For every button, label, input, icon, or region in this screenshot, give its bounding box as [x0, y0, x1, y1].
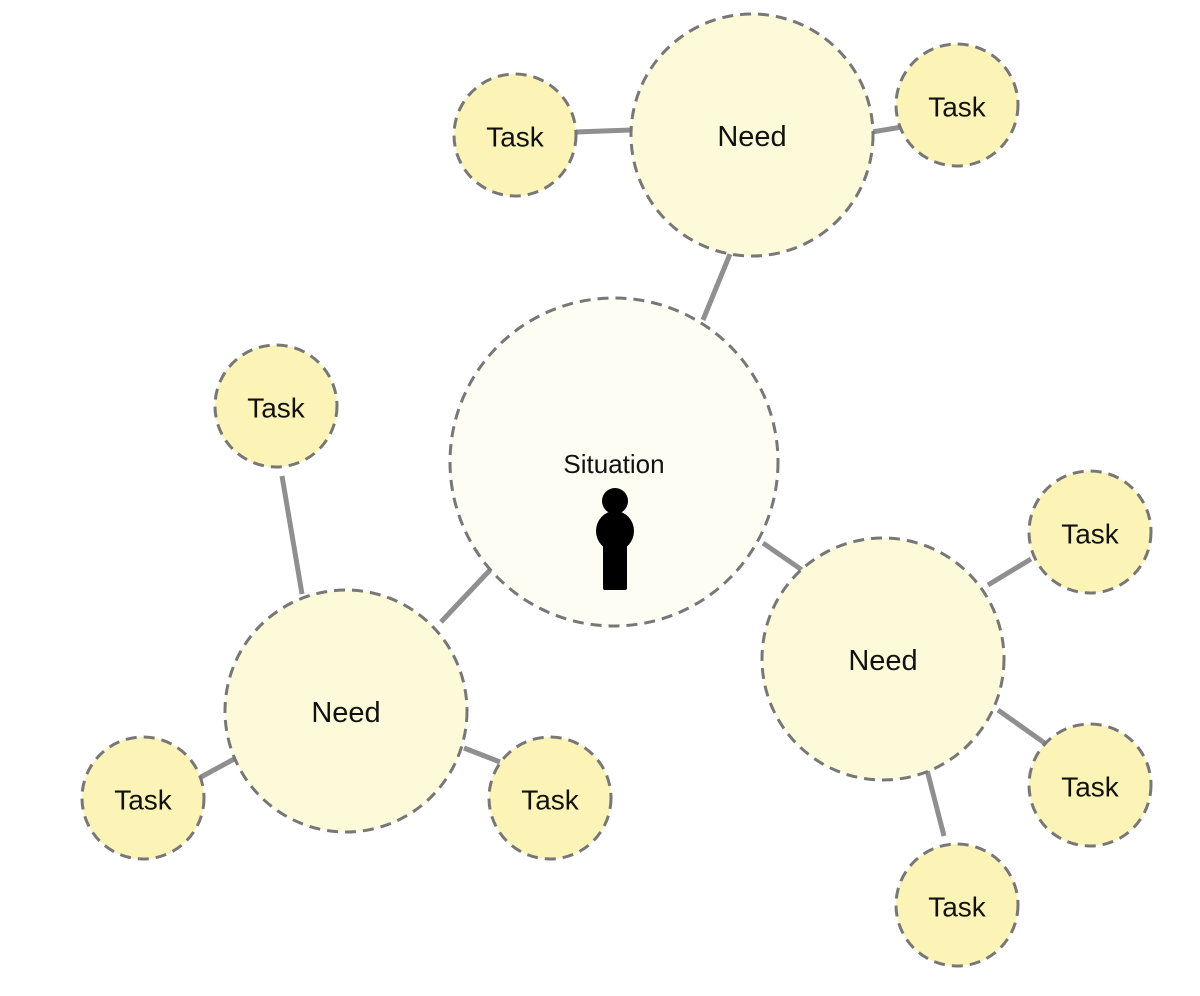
connector-need-left-task-bottom-right [463, 745, 501, 765]
situation-label: Situation [563, 449, 664, 479]
situation-node: Situation [448, 296, 780, 628]
task-left-bottom-left-label: Task [114, 785, 173, 816]
task-right-top-label: Task [1061, 519, 1120, 550]
task-right-middle-label: Task [1061, 772, 1120, 803]
task-top-right-node: Task [894, 42, 1020, 168]
task-left-top-node: Task [213, 343, 339, 469]
situation-circle [448, 296, 780, 628]
task-right-middle-node: Task [1027, 722, 1153, 848]
need-top-label: Need [717, 121, 786, 153]
task-top-right-circle [894, 42, 1020, 168]
connector-situation-need-right [761, 540, 804, 573]
connector-need-top-task-left [575, 127, 632, 135]
task-right-middle-circle [1027, 722, 1153, 848]
task-right-bottom-label: Task [928, 892, 987, 923]
task-left-top-circle [213, 343, 339, 469]
need-right-label: Need [848, 645, 917, 677]
connectors [199, 124, 1048, 837]
task-top-right-label: Task [928, 92, 987, 123]
connector-situation-need-left [439, 568, 492, 624]
task-left-bottom-right-circle [487, 735, 613, 861]
need-left-circle [223, 588, 469, 834]
need-right-node: Need [760, 536, 1006, 782]
connector-need-left-task-bottom-left [199, 755, 238, 780]
connector-situation-need-top [700, 253, 733, 321]
task-top-left-label: Task [486, 122, 545, 153]
need-right-circle [760, 536, 1006, 782]
task-right-top-circle [1027, 469, 1153, 595]
need-left-label: Need [311, 697, 380, 729]
task-left-bottom-left-circle [80, 735, 206, 861]
connector-need-right-task-bottom [924, 769, 947, 837]
need-top-node: Need [629, 12, 875, 258]
connector-need-right-task-middle [996, 707, 1048, 747]
person-icon [596, 488, 634, 590]
connector-need-top-task-right [871, 124, 903, 135]
task-right-bottom-circle [894, 842, 1020, 968]
need-top-circle [629, 12, 875, 258]
task-top-left-circle [452, 72, 578, 198]
task-left-bottom-right-node: Task [487, 735, 613, 861]
connector-need-right-task-top [986, 556, 1033, 588]
task-right-top-node: Task [1027, 469, 1153, 595]
task-top-left-node: Task [452, 72, 578, 198]
need-left-node: Need [223, 588, 469, 834]
task-left-bottom-right-label: Task [521, 785, 580, 816]
task-right-bottom-node: Task [894, 842, 1020, 968]
connector-need-left-task-top [279, 475, 305, 595]
task-left-top-label: Task [247, 393, 306, 424]
task-left-bottom-left-node: Task [80, 735, 206, 861]
